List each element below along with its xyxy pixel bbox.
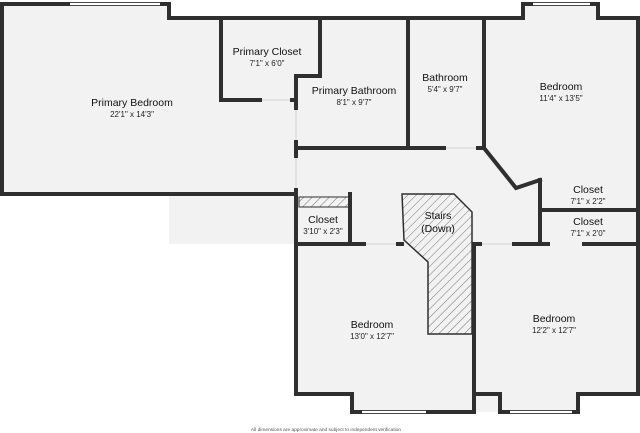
closet-shelf-hatch — [298, 196, 350, 208]
room-dims: 5'4" x 9'7" — [428, 85, 463, 94]
room-dims: 13'0" x 12'7" — [350, 332, 394, 341]
room-dims: 3'10" x 2'3" — [303, 227, 343, 236]
room-dims: 7'1" x 2'2" — [571, 197, 606, 206]
room-label-bathroom: Bathroom 5'4" x 9'7" — [422, 72, 468, 94]
room-name: Closet — [308, 214, 338, 226]
room-label-primary-closet: Primary Closet 7'1" x 6'0" — [233, 46, 302, 68]
room-name: Closet — [573, 184, 603, 196]
room-dims: 11'4" x 13'5" — [539, 94, 582, 103]
room-name: Bedroom — [540, 81, 583, 93]
room-name: Primary Bedroom — [91, 97, 173, 109]
room-name: Closet — [573, 216, 603, 228]
door-markers — [262, 99, 512, 245]
room-name: Bedroom — [533, 313, 576, 325]
room-name: Bathroom — [422, 72, 468, 84]
hatched-areas — [298, 193, 473, 335]
disclaimer-note: All dimensions are approximate and subje… — [251, 427, 401, 433]
room-label-stairs: Stairs (Down) — [421, 210, 455, 235]
room-name: Primary Closet — [233, 46, 302, 58]
room-dims: 7'1" x 6'0" — [250, 59, 285, 68]
room-dims: 12'2" x 12'7" — [532, 326, 576, 335]
windows — [70, 2, 590, 414]
room-label-primary-bathroom: Primary Bathroom 8'1" x 9'7" — [312, 85, 397, 107]
room-label-bedroom-se: Bedroom 12'2" x 12'7" — [532, 313, 576, 335]
room-dims: 22'1" x 14'3" — [110, 110, 154, 119]
room-label-bedroom-ne: Bedroom 11'4" x 13'5" — [539, 81, 582, 103]
stairs-label: Stairs — [425, 210, 452, 222]
room-name: Bedroom — [351, 319, 394, 331]
room-name: Primary Bathroom — [312, 85, 397, 97]
room-dims: 7'1" x 2'0" — [571, 229, 606, 238]
room-label-primary-bedroom: Primary Bedroom 22'1" x 14'3" — [91, 97, 173, 119]
room-label-bedroom-sw: Bedroom 13'0" x 12'7" — [350, 319, 394, 341]
room-label-closet-center: Closet 3'10" x 2'3" — [303, 214, 343, 236]
stairs-hatch — [401, 193, 473, 335]
stairs-direction: (Down) — [421, 223, 455, 235]
room-label-closet-east-upper: Closet 7'1" x 2'2" — [571, 184, 606, 206]
room-label-closet-east-lower: Closet 7'1" x 2'0" — [571, 216, 606, 238]
room-dims: 8'1" x 9'7" — [337, 98, 372, 107]
